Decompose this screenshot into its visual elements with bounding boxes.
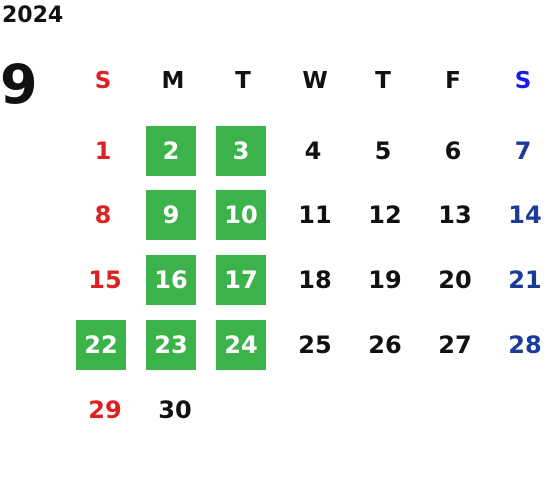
day-cell-highlighted[interactable]: 9: [146, 190, 196, 240]
month-label: 9: [0, 53, 38, 116]
day-cell[interactable]: 6: [444, 137, 462, 165]
weekday-tuesday: T: [235, 68, 251, 94]
day-cell-highlighted[interactable]: 22: [76, 320, 126, 370]
day-cell[interactable]: 25: [298, 331, 332, 359]
day-cell-highlighted[interactable]: 24: [216, 320, 266, 370]
weekday-wednesday: W: [302, 68, 328, 94]
weekday-monday: M: [161, 68, 185, 94]
day-cell[interactable]: 1: [94, 137, 112, 165]
day-cell-highlighted[interactable]: 2: [146, 126, 196, 176]
day-cell[interactable]: 14: [508, 201, 542, 229]
weekday-saturday: S: [514, 68, 532, 94]
weekday-sunday: S: [94, 68, 112, 94]
day-cell[interactable]: 4: [304, 137, 322, 165]
day-cell[interactable]: 5: [374, 137, 392, 165]
day-cell-highlighted[interactable]: 3: [216, 126, 266, 176]
day-cell[interactable]: 7: [514, 137, 532, 165]
day-cell[interactable]: 30: [158, 396, 192, 424]
day-cell[interactable]: 11: [298, 201, 332, 229]
day-cell[interactable]: 21: [508, 266, 542, 294]
day-cell[interactable]: 19: [368, 266, 402, 294]
day-cell[interactable]: 29: [88, 396, 122, 424]
day-cell[interactable]: 28: [508, 331, 542, 359]
day-cell-highlighted[interactable]: 10: [216, 190, 266, 240]
day-cell[interactable]: 13: [438, 201, 472, 229]
weekday-thursday: T: [375, 68, 391, 94]
day-cell[interactable]: 18: [298, 266, 332, 294]
day-cell-highlighted[interactable]: 17: [216, 255, 266, 305]
day-cell-highlighted[interactable]: 23: [146, 320, 196, 370]
day-cell-highlighted[interactable]: 16: [146, 255, 196, 305]
day-cell[interactable]: 26: [368, 331, 402, 359]
day-cell[interactable]: 20: [438, 266, 472, 294]
day-cell[interactable]: 27: [438, 331, 472, 359]
day-cell[interactable]: 12: [368, 201, 402, 229]
day-cell[interactable]: 15: [88, 266, 122, 294]
day-cell[interactable]: 8: [94, 201, 112, 229]
year-label: 2024: [2, 3, 64, 28]
weekday-friday: F: [445, 68, 461, 94]
